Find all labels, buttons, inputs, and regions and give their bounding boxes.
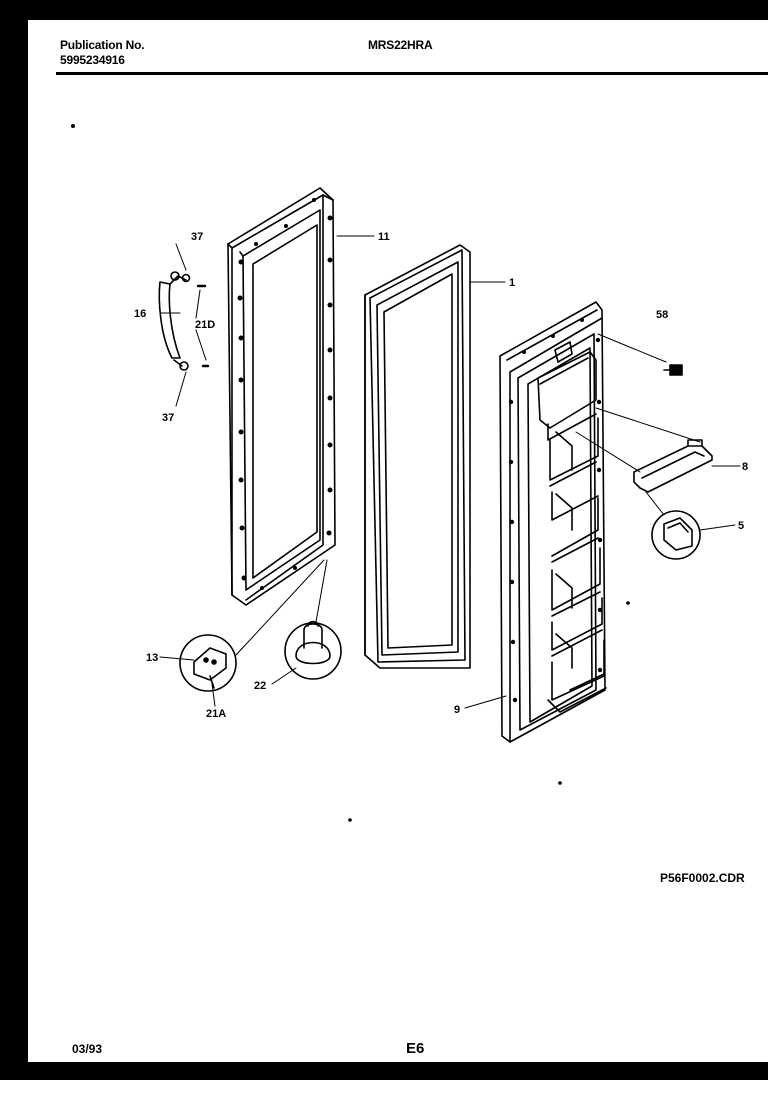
callout-58: 58 <box>656 309 668 321</box>
hinge-13 <box>179 634 237 692</box>
callout-11: 11 <box>378 231 390 243</box>
callout-37-top: 37 <box>191 231 203 243</box>
bushing-22 <box>284 620 342 680</box>
callout-5: 5 <box>738 520 744 532</box>
bracket-5 <box>651 510 701 560</box>
header-rule <box>56 72 768 75</box>
callout-37-bottom: 37 <box>162 412 174 424</box>
callout-9: 9 <box>454 704 460 716</box>
revision-date: 03/93 <box>72 1042 103 1056</box>
door-gasket-1 <box>364 244 471 669</box>
door-frame-11 <box>227 187 336 606</box>
publication-number: 5995234916 <box>60 53 125 67</box>
stray-dot <box>626 601 630 605</box>
callout-16: 16 <box>134 308 146 320</box>
callout-1: 1 <box>509 277 515 289</box>
model-number: MRS22HRA <box>368 38 433 52</box>
screw-58 <box>663 364 683 376</box>
handle-16 <box>158 271 210 371</box>
diagram-sheet: Publication No. 5995234916 MRS22HRA 03/9… <box>28 20 768 1062</box>
drawing-file-name: P56F0002.CDR <box>660 871 745 885</box>
leader-lines <box>159 235 741 709</box>
page-code: E6 <box>406 1040 425 1057</box>
callout-22: 22 <box>254 680 266 692</box>
door-liner-9 <box>499 301 607 743</box>
stray-dot <box>558 781 562 785</box>
callout-8: 8 <box>742 461 748 473</box>
stray-dot <box>71 124 76 129</box>
shelf-bar-8 <box>633 439 713 493</box>
stray-dot <box>348 818 352 822</box>
publication-label: Publication No. <box>60 38 145 52</box>
callout-21a: 21A <box>206 708 226 720</box>
callout-13: 13 <box>146 652 158 664</box>
callout-21d: 21D <box>195 319 215 331</box>
